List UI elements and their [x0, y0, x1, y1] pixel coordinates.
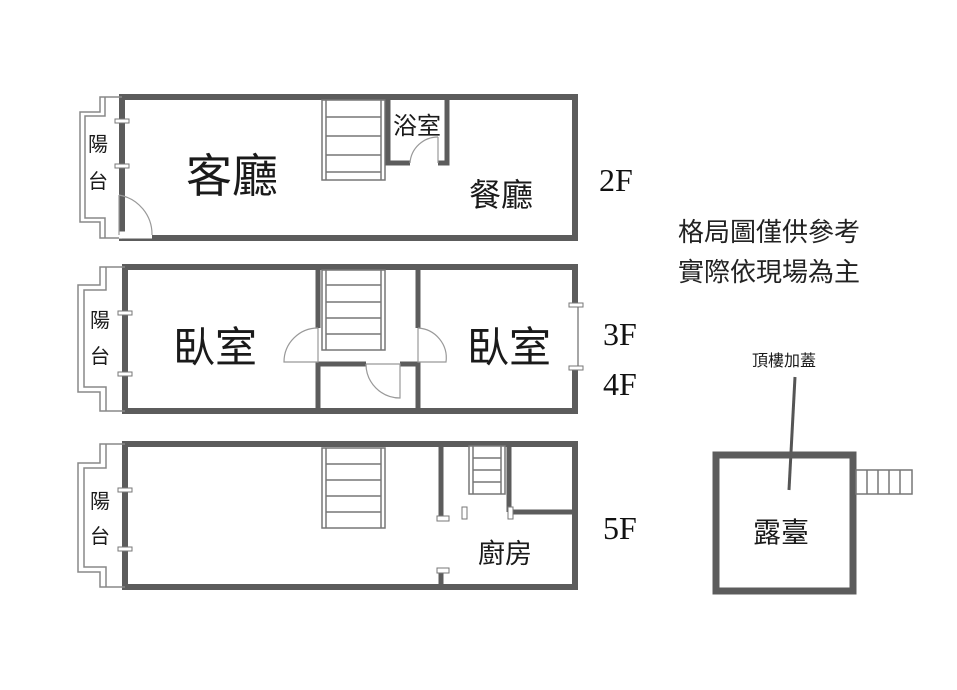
- floor-34f-plan: 陽 台 臥室 臥室 3F 4F: [77, 264, 637, 414]
- floor-34f-window-mark: [117, 371, 133, 377]
- floor-34f-balcony-char-1: 陽: [90, 308, 110, 332]
- floor-5f-window-mark: [117, 546, 133, 552]
- floor-34f-landing-door: [365, 363, 401, 399]
- terrace-outer-wall: [712, 451, 857, 595]
- floor-5f-opening-mark: [436, 567, 450, 574]
- floor-34f-balcony-char-2: 台: [90, 344, 110, 368]
- floor-5f-balcony-char-2: 台: [90, 524, 110, 548]
- bedroom-right-label: 臥室: [467, 323, 551, 372]
- dining-room-label: 餐廳: [469, 176, 533, 214]
- floor-2f-staircase: [321, 99, 386, 181]
- floor-34f-right-window-gap: [570, 306, 581, 368]
- floor-5f-balcony-inner: [83, 444, 107, 587]
- disclaimer-line-2: 實際依現場為主: [678, 258, 860, 288]
- floor-34f-window-mark: [568, 365, 584, 371]
- bedroom-left-label: 臥室: [173, 323, 257, 372]
- floor-34f-left-door: [283, 327, 319, 363]
- floor-2f-balcony-char-1: 陽: [88, 132, 108, 156]
- floor-5f-balcony-char-1: 陽: [90, 489, 110, 513]
- floor-4f-label: 4F: [603, 366, 637, 402]
- floor-2f-door-swing: [118, 194, 153, 236]
- disclaimer-line-1: 格局圖僅供參考: [678, 218, 860, 248]
- floor-2f-window-mark: [114, 118, 130, 124]
- floor-2f-bathroom-wall: [438, 97, 450, 166]
- floor-2f-label: 2F: [599, 162, 633, 198]
- floor-2f-plan: 陽 台 客廳 浴室 餐廳 2F: [79, 94, 633, 241]
- floor-3f-label: 3F: [603, 316, 637, 352]
- floor-2f-balcony-inner: [84, 97, 106, 238]
- floor-5f-plan: 陽 台 廚房 5F: [77, 441, 637, 590]
- rooftop-exterior-stairs: [855, 469, 913, 495]
- living-room-label: 客廳: [186, 149, 278, 203]
- floor-34f-staircase: [321, 269, 386, 351]
- kitchen-label: 廚房: [478, 539, 532, 570]
- floor-5f-roof-staircase: [468, 445, 506, 495]
- floor-2f-bathroom-wall: [385, 97, 410, 166]
- floor-5f-opening-mark: [507, 506, 514, 520]
- floor-34f-balcony-outline: [77, 266, 125, 412]
- floor-5f-label: 5F: [603, 510, 637, 546]
- floor-5f-staircase: [321, 447, 386, 529]
- floor-2f-window-mark: [114, 163, 130, 169]
- floor-5f-opening-mark: [436, 515, 450, 522]
- floor-2f-balcony-char-2: 台: [88, 169, 108, 193]
- bathroom-label: 浴室: [393, 112, 441, 140]
- rooftop-addition-label: 頂樓加蓋: [752, 351, 816, 370]
- floor-5f-window-mark: [117, 487, 133, 493]
- floor-34f-window-mark: [568, 302, 584, 308]
- terrace-label: 露臺: [753, 516, 809, 549]
- floor-5f-opening-mark: [461, 506, 468, 520]
- rooftop-plan: 頂樓加蓋 露臺: [712, 351, 913, 595]
- floor-5f-balcony-outline: [77, 443, 125, 588]
- floor-34f-balcony-inner: [83, 267, 107, 411]
- floor-34f-window-mark: [117, 310, 133, 316]
- floor-2f-bathroom-door-swing: [409, 136, 439, 164]
- floor-2f-balcony-outline: [79, 96, 122, 239]
- floor-34f-right-door: [417, 327, 447, 363]
- floor-5f-outer-wall: [122, 441, 578, 590]
- rooftop-leader-line: [787, 376, 797, 491]
